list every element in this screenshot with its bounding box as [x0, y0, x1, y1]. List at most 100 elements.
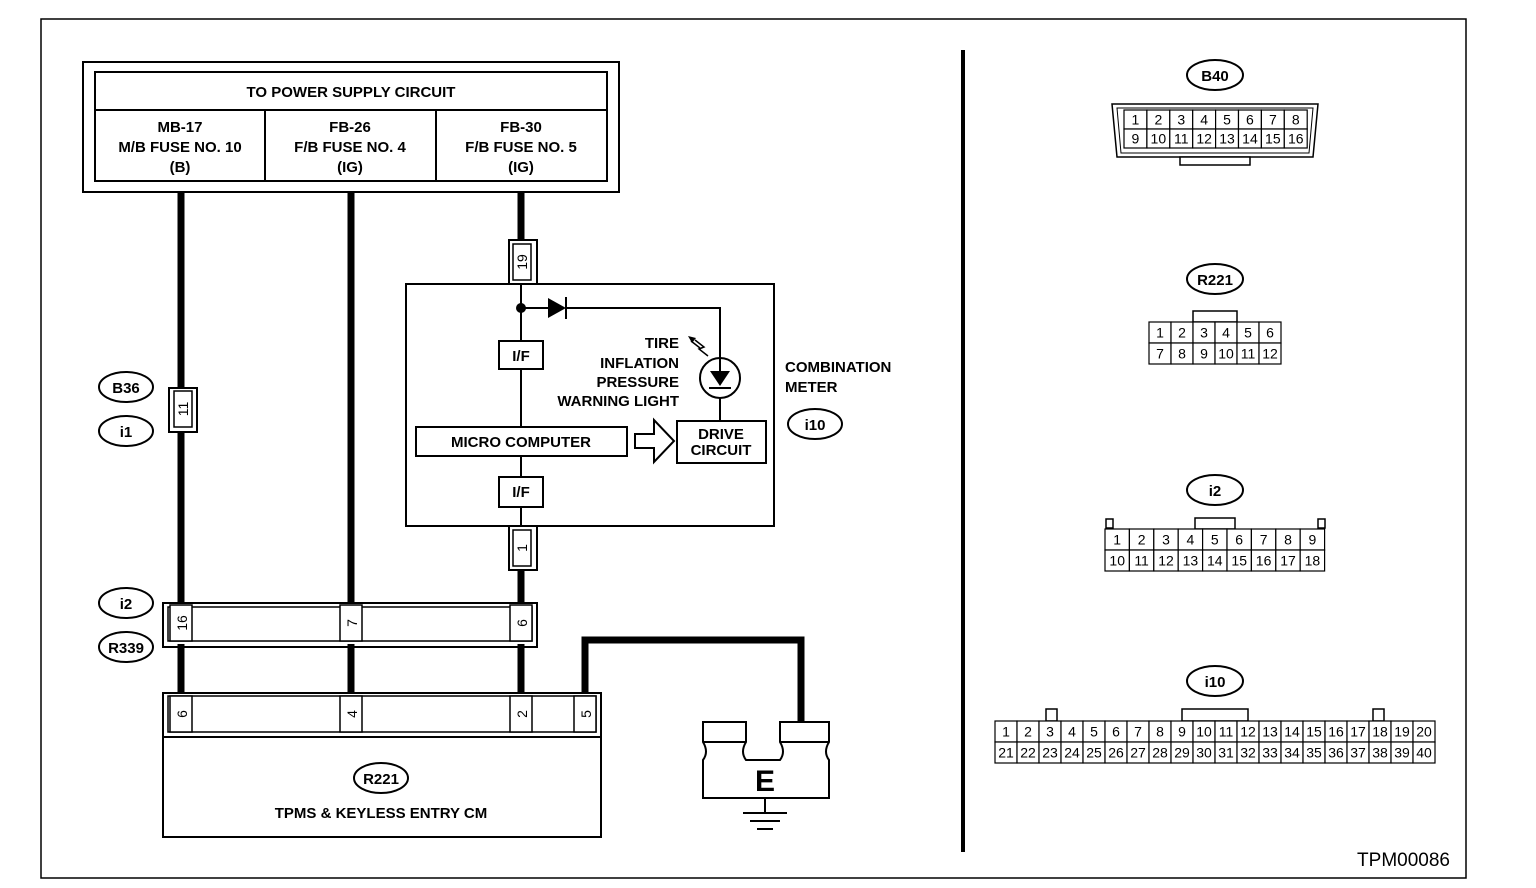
power-supply-title: TO POWER SUPPLY CIRCUIT — [247, 84, 456, 101]
pin-label: 39 — [1394, 745, 1410, 761]
pin-label: 11 — [1174, 131, 1189, 147]
pin-meter-19: 19 — [514, 254, 530, 270]
pin-label: 13 — [1219, 131, 1235, 147]
drive-circuit-line2: CIRCUIT — [691, 442, 752, 459]
pin-label: 31 — [1218, 745, 1234, 761]
pin-label: 1 — [1002, 724, 1010, 740]
pin-label: 40 — [1416, 745, 1432, 761]
pin-label: 17 — [1350, 724, 1366, 740]
svg-text:i10: i10 — [805, 417, 826, 434]
pin-label: 5 — [1211, 532, 1219, 548]
pin-label: 4 — [1200, 112, 1208, 128]
control-module: 6 4 2 5 R221 TPMS & KEYLESS ENTRY CM — [162, 692, 602, 838]
pin-label: 12 — [1158, 553, 1174, 569]
pin-label: 12 — [1262, 346, 1278, 362]
pin-label: 17 — [1280, 553, 1296, 569]
pin-label: 18 — [1372, 724, 1388, 740]
warning-light-icon — [688, 336, 741, 399]
pin-label: 35 — [1306, 745, 1322, 761]
tag-i10: i10 — [787, 408, 843, 440]
pin-label: 14 — [1242, 131, 1258, 147]
ground-label: E — [755, 765, 775, 798]
pin-label: 10 — [1109, 553, 1125, 569]
meter-label-line1: COMBINATION — [785, 359, 891, 376]
pin-b36-11: 11 — [175, 402, 191, 417]
pin-label: 5 — [1244, 325, 1252, 341]
tag-r221-label: R221 — [363, 771, 399, 788]
combination-meter: 19 1 I/F I/F MICRO COMPUTER DRIVE — [405, 239, 775, 571]
power-supply-box: TO POWER SUPPLY CIRCUIT MB-17 M/B FUSE N… — [82, 61, 620, 193]
control-module-name: TPMS & KEYLESS ENTRY CM — [275, 805, 488, 822]
pin-label: 32 — [1240, 745, 1256, 761]
pin-label: 2 — [1024, 724, 1032, 740]
interface-top-label: I/F — [512, 348, 530, 365]
pin-label: 4 — [1068, 724, 1076, 740]
pin-label: 38 — [1372, 745, 1388, 761]
pin-label: 8 — [1292, 112, 1300, 128]
svg-text:B36: B36 — [112, 380, 140, 397]
fuse-2-line3: (IG) — [337, 159, 363, 176]
drive-circuit-line1: DRIVE — [698, 426, 744, 443]
svg-text:R339: R339 — [108, 640, 144, 657]
tag-i2: i2 — [98, 587, 154, 619]
pin-label: 9 — [1132, 131, 1140, 147]
b40-name: B40 — [1201, 68, 1229, 85]
fuse-1-line1: MB-17 — [157, 119, 202, 136]
pin-label: 15 — [1306, 724, 1322, 740]
i2-name: i2 — [1209, 483, 1222, 500]
tag-r221 — [353, 762, 409, 794]
pin-label: 18 — [1305, 553, 1321, 569]
pin-label: 29 — [1174, 745, 1190, 761]
fuse-3-line1: FB-30 — [500, 119, 542, 136]
fuse-2-line1: FB-26 — [329, 119, 371, 136]
fuse-1-line2: M/B FUSE NO. 10 — [118, 139, 241, 156]
pin-label: 8 — [1178, 346, 1186, 362]
pin-cell — [1258, 342, 1282, 365]
warning-light-line3: PRESSURE — [596, 374, 679, 391]
i10-name: i10 — [1205, 674, 1226, 691]
pin-label: 21 — [998, 745, 1014, 761]
pin-cell — [1412, 741, 1436, 764]
warning-light-line2: INFLATION — [600, 355, 679, 372]
tag-b36: B36 — [98, 371, 154, 403]
pin-label: 2 — [1178, 325, 1186, 341]
pin-label: 1 — [1156, 325, 1164, 341]
fuse-3-line3: (IG) — [508, 159, 534, 176]
fuse-1-line3: (B) — [170, 159, 191, 176]
pin-label: 25 — [1086, 745, 1102, 761]
pin-label: 11 — [1241, 346, 1256, 362]
connector-i2-r339: 16 7 6 — [162, 602, 538, 648]
pin-label: 9 — [1309, 532, 1317, 548]
diode-icon — [548, 298, 566, 318]
fuse-2-line2: F/B FUSE NO. 4 — [294, 139, 406, 156]
r221-name: R221 — [1197, 272, 1233, 289]
pin-label: 15 — [1231, 553, 1247, 569]
pin-label: 2 — [1138, 532, 1146, 548]
pin-label: 14 — [1284, 724, 1300, 740]
pin-meter-1: 1 — [514, 544, 530, 552]
pin-label: 6 — [1235, 532, 1243, 548]
wires — [177, 192, 805, 722]
interface-box-bottom — [498, 476, 544, 508]
pin-label: 24 — [1064, 745, 1080, 761]
warning-light-line4: WARNING LIGHT — [557, 393, 679, 410]
pin-label: 23 — [1042, 745, 1058, 761]
pin-label: 12 — [1196, 131, 1212, 147]
fuse-3-line2: F/B FUSE NO. 5 — [465, 139, 577, 156]
tag-r339: R339 — [98, 631, 154, 663]
pin-label: 9 — [1200, 346, 1208, 362]
pin-label: 12 — [1240, 724, 1256, 740]
pin-label: 7 — [1156, 346, 1164, 362]
pin-label: 15 — [1265, 131, 1281, 147]
pin-label: 36 — [1328, 745, 1344, 761]
pin-label: 34 — [1284, 745, 1300, 761]
pin-cell — [1283, 128, 1308, 149]
pin-label: 6 — [1246, 112, 1254, 128]
drive-circuit-box — [676, 420, 767, 464]
diagram-frame — [40, 18, 1467, 879]
pin-label: 20 — [1416, 724, 1432, 740]
